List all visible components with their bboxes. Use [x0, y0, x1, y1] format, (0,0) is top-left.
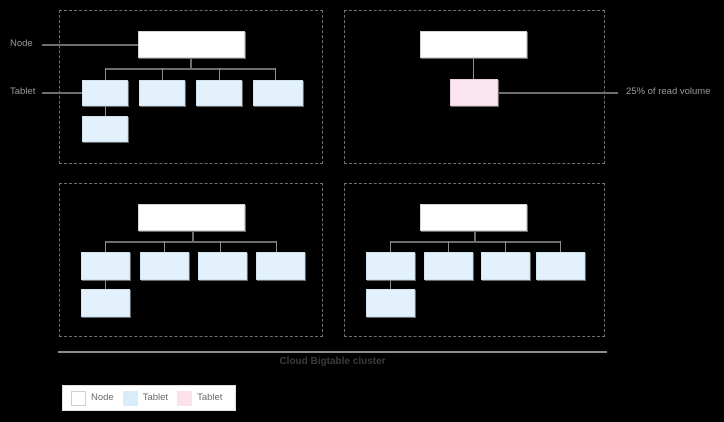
tablet-box-top-left-3 — [196, 80, 242, 106]
legend-item-node: Node — [71, 390, 114, 406]
legend-item-tablet: Tablet — [122, 390, 169, 406]
annotation-node-label: Node — [10, 38, 33, 49]
tablet-box-bottom-right-5 — [366, 289, 415, 317]
node-panel-bottom-left — [59, 183, 323, 337]
tablet-box-bottom-right-4 — [536, 252, 585, 280]
node-panel-top-left — [59, 10, 323, 164]
tablet-box-bottom-left-1 — [81, 252, 130, 280]
tablet-box-bottom-right-1 — [366, 252, 415, 280]
tablet-box-top-left-1 — [82, 80, 128, 106]
tablet-box-bottom-left-2 — [140, 252, 189, 280]
tablet-box-bottom-left-5 — [81, 289, 130, 317]
tablet-box-bottom-left-4 — [256, 252, 305, 280]
connector-tablet-stack-top-left — [105, 106, 106, 116]
tablet-box-top-left-2 — [139, 80, 185, 106]
legend-label-node: Node — [91, 392, 114, 403]
connector-drop-4-bottom-right — [560, 241, 561, 253]
node-panel-bottom-right — [344, 183, 605, 337]
cluster-divider — [58, 351, 607, 353]
annotation-hot-tablet-label: 25% of read volume — [626, 86, 711, 97]
node-box-bottom-left — [138, 204, 245, 231]
leader-line-tablet — [42, 92, 82, 94]
connector-bus-bottom-left — [105, 241, 276, 243]
hot-tablet-swatch-icon — [177, 390, 193, 406]
connector-node-down-bottom-right — [474, 231, 476, 242]
tablet-box-bottom-left-3 — [198, 252, 247, 280]
leader-line-node — [42, 44, 138, 46]
connector-tablet-stack-bottom-right — [390, 280, 391, 289]
node-panel-top-right — [344, 10, 605, 164]
legend-item-hot-tablet: Tablet — [177, 390, 223, 406]
tablet-box-top-left-4 — [253, 80, 303, 106]
connector-drop-3-bottom-right — [505, 241, 506, 253]
legend: Node Tablet Tablet — [62, 385, 236, 411]
node-swatch-icon — [71, 390, 86, 406]
tablet-box-top-left-5 — [82, 116, 128, 142]
connector-tablet-stack-bottom-left — [105, 280, 106, 289]
tablet-box-bottom-right-3 — [481, 252, 530, 280]
connector-node-down-bottom-left — [192, 231, 194, 242]
connector-drop-1-top-left — [105, 68, 106, 80]
cluster-caption: Cloud Bigtable cluster — [279, 356, 386, 367]
legend-label-tablet: Tablet — [142, 392, 169, 403]
node-box-top-right — [420, 31, 527, 58]
hot-tablet-box-top-right — [450, 79, 498, 106]
annotation-tablet-label: Tablet — [10, 86, 36, 97]
tablet-box-bottom-right-2 — [424, 252, 473, 280]
node-box-bottom-right — [420, 204, 527, 231]
tablet-swatch-icon — [122, 390, 138, 406]
connector-drop-1-bottom-right — [390, 241, 391, 253]
connector-drop-2-bottom-left — [164, 241, 165, 253]
connector-drop-4-top-left — [275, 68, 276, 80]
connector-bus-top-left — [105, 68, 276, 70]
connector-drop-1-bottom-left — [105, 241, 106, 253]
connector-drop-3-top-left — [219, 68, 220, 80]
connector-bus-bottom-right — [390, 241, 561, 243]
legend-label-hot-tablet: Tablet — [197, 392, 223, 403]
leader-line-hot-tablet — [498, 92, 618, 94]
connector-node-down-top-left — [190, 58, 192, 69]
connector-node-down-top-right — [473, 58, 474, 79]
connector-drop-3-bottom-left — [220, 241, 221, 253]
connector-drop-4-bottom-left — [276, 241, 277, 253]
connector-drop-2-top-left — [162, 68, 163, 80]
connector-drop-2-bottom-right — [448, 241, 449, 253]
node-box-top-left — [138, 31, 245, 58]
